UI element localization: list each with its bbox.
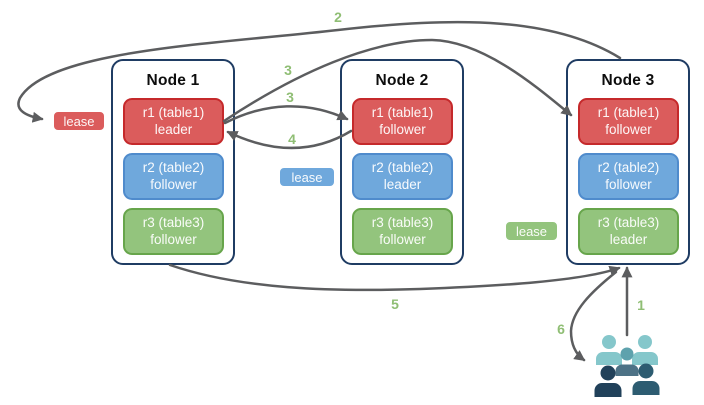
arrow-5-forward bbox=[168, 263, 621, 292]
node1-r2-replica: r2 (table2) follower bbox=[123, 153, 224, 200]
node2-r3-replica: r3 (table3) follower bbox=[352, 208, 453, 255]
replica-role: leader bbox=[154, 121, 193, 137]
node2-r1-replica: r1 (table1) follower bbox=[352, 98, 453, 145]
lease-badge-r1: lease bbox=[52, 110, 106, 132]
replica-role: leader bbox=[609, 231, 648, 247]
replica-role: follower bbox=[379, 231, 426, 247]
replica-name: r1 (table1) bbox=[371, 104, 434, 120]
node3-r3-replica: r3 (table3) leader bbox=[578, 208, 679, 255]
node-1: Node 1 r1 (table1) leader r2 (table2) fo… bbox=[111, 59, 235, 265]
arrow-label-3-mid: 3 bbox=[286, 89, 294, 105]
clients-group-icon bbox=[594, 335, 660, 397]
person-center-icon bbox=[615, 347, 639, 376]
replica-name: r3 (table3) bbox=[371, 214, 434, 230]
replica-name: r3 (table3) bbox=[142, 214, 205, 230]
person-back-left-icon bbox=[596, 335, 622, 365]
node1-r3-replica: r3 (table3) follower bbox=[123, 208, 224, 255]
replica-name: r1 (table1) bbox=[142, 104, 205, 120]
node3-r2-replica: r2 (table2) follower bbox=[578, 153, 679, 200]
replica-name: r2 (table2) bbox=[371, 159, 434, 175]
replica-role: follower bbox=[150, 231, 197, 247]
node-1-title: Node 1 bbox=[146, 72, 200, 89]
lease-label: lease bbox=[515, 223, 548, 239]
node-3: Node 3 r1 (table1) follower r2 (table2) … bbox=[566, 59, 690, 265]
replica-name: r2 (table2) bbox=[597, 159, 660, 175]
person-back-right-icon bbox=[632, 335, 658, 365]
person-front-left-icon bbox=[594, 365, 622, 397]
lease-label: lease bbox=[291, 169, 323, 185]
node-2-title: Node 2 bbox=[375, 72, 429, 89]
lease-label: lease bbox=[63, 113, 95, 129]
replica-role: follower bbox=[605, 176, 652, 192]
replica-name: r3 (table3) bbox=[597, 214, 660, 230]
person-front-right-icon bbox=[632, 363, 660, 395]
node2-r2-replica: r2 (table2) leader bbox=[352, 153, 453, 200]
arrow-label-5: 5 bbox=[391, 296, 399, 312]
arrow-3-replicate-to-node2 bbox=[223, 105, 349, 125]
node1-r1-replica: r1 (table1) leader bbox=[123, 98, 224, 145]
arrow-label-1: 1 bbox=[637, 297, 645, 313]
replica-role: follower bbox=[379, 121, 426, 137]
lease-badge-r2: lease bbox=[278, 166, 336, 188]
arrow-label-2: 2 bbox=[334, 9, 342, 25]
lease-badge-r3: lease bbox=[504, 220, 559, 242]
node-3-title: Node 3 bbox=[601, 72, 655, 89]
replica-role: follower bbox=[605, 121, 652, 137]
arrow-label-3-top: 3 bbox=[284, 62, 292, 78]
node3-r1-replica: r1 (table1) follower bbox=[578, 98, 679, 145]
node-2: Node 2 r1 (table1) follower r2 (table2) … bbox=[340, 59, 464, 265]
arrow-label-4: 4 bbox=[288, 131, 296, 147]
replica-name: r2 (table2) bbox=[142, 159, 205, 175]
replica-name: r1 (table1) bbox=[597, 104, 660, 120]
arrow-label-6: 6 bbox=[557, 321, 565, 337]
replica-role: leader bbox=[383, 176, 422, 192]
arrow-2-lease-transfer bbox=[17, 20, 622, 123]
replica-role: follower bbox=[150, 176, 197, 192]
